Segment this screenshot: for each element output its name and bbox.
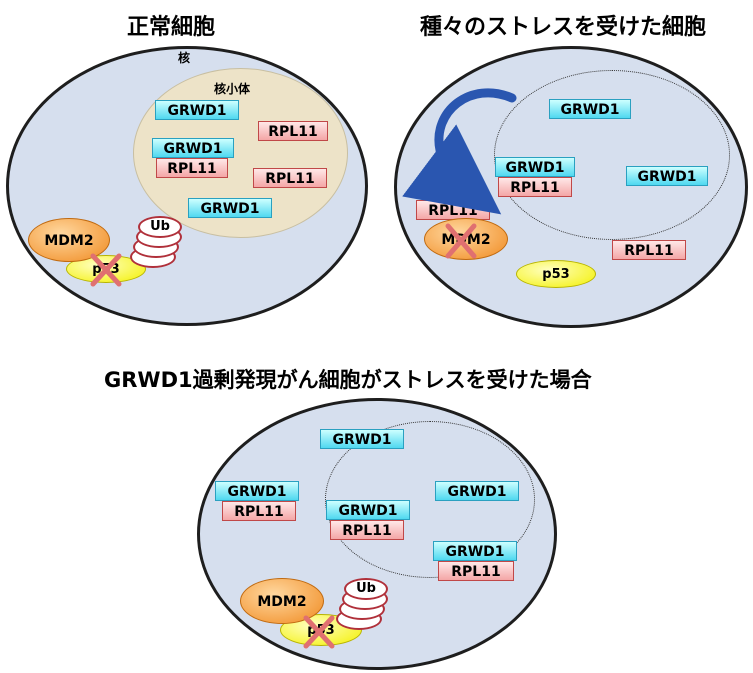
cross-icon: [445, 223, 477, 259]
nucleus-label: 核: [178, 51, 191, 65]
mdm2-protein: MDM2: [28, 218, 110, 262]
rpl11-box: RPL11: [258, 121, 328, 141]
rpl11-box: RPL11: [222, 501, 296, 521]
nucleolus-label: 核小体: [214, 82, 251, 96]
rpl11-box: RPL11: [156, 158, 228, 178]
ubiquitin-label: Ub: [138, 216, 182, 238]
grwd1-box: GRWD1: [495, 157, 575, 177]
title-normal-cell: 正常細胞: [127, 15, 216, 40]
curved-arrow-icon: [402, 88, 517, 215]
rpl11-box: RPL11: [612, 240, 686, 260]
grwd1-box: GRWD1: [549, 99, 631, 119]
grwd1-box: GRWD1: [320, 429, 404, 449]
title-overexpress-cell: GRWD1過剰発現がん細胞がストレスを受けた場合: [104, 368, 592, 392]
cross-icon: [303, 615, 335, 649]
grwd1-box: GRWD1: [326, 500, 410, 520]
grwd1-box: GRWD1: [435, 481, 519, 501]
grwd1-box: GRWD1: [626, 166, 708, 186]
cross-icon: [90, 253, 122, 287]
rpl11-box: RPL11: [253, 168, 327, 188]
mdm2-protein: MDM2: [240, 578, 324, 624]
rpl11-box: RPL11: [438, 561, 514, 581]
title-stressed-cell: 種々のストレスを受けた細胞: [420, 15, 707, 40]
grwd1-box: GRWD1: [215, 481, 299, 501]
grwd1-box: GRWD1: [433, 541, 517, 561]
grwd1-box: GRWD1: [155, 100, 239, 120]
p53-protein: p53: [516, 260, 596, 288]
dissolved-nucleolus-boundary: [325, 421, 535, 578]
grwd1-box: GRWD1: [188, 198, 272, 218]
grwd1-box: GRWD1: [152, 138, 234, 158]
rpl11-box: RPL11: [330, 520, 404, 540]
rpl11-box: RPL11: [498, 177, 572, 197]
ubiquitin-label: Ub: [344, 578, 388, 600]
